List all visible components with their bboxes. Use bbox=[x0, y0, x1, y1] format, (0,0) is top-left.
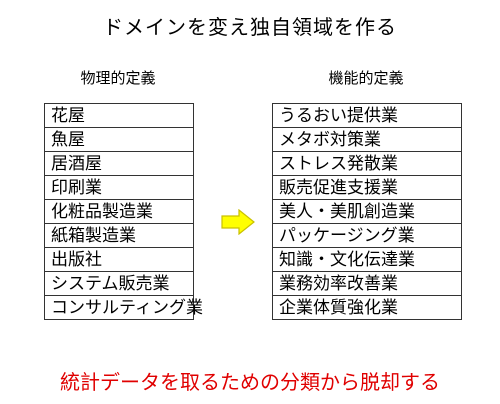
list-item: パッケージング業 bbox=[273, 224, 461, 248]
list-item: 化粧品製造業 bbox=[45, 200, 193, 224]
physical-definition-list: 花屋 魚屋 居酒屋 印刷業 化粧品製造業 紙箱製造業 出版社 システム販売業 コ… bbox=[44, 103, 203, 320]
list-item: コンサルティング業 bbox=[51, 298, 203, 318]
functional-definition-heading: 機能的定義 bbox=[328, 69, 404, 87]
list-item: 出版社 bbox=[45, 248, 193, 272]
list-item: システム販売業 bbox=[45, 272, 193, 296]
list-item: ストレス発散業 bbox=[273, 152, 461, 176]
list-item: うるおい提供業 bbox=[273, 104, 461, 128]
list-item: 美人・美肌創造業 bbox=[273, 200, 461, 224]
functional-definition-list: うるおい提供業 メタボ対策業 ストレス発散業 販売促進支援業 美人・美肌創造業 … bbox=[272, 103, 462, 320]
list-item: 知識・文化伝達業 bbox=[273, 248, 461, 272]
list-item: 紙箱製造業 bbox=[45, 224, 193, 248]
list-item: 花屋 bbox=[45, 104, 193, 128]
conclusion-text: 統計データを取るための分類から脱却する bbox=[60, 370, 440, 394]
list-item: 販売促進支援業 bbox=[273, 176, 461, 200]
physical-definition-heading: 物理的定義 bbox=[80, 69, 156, 87]
list-item: 業務効率改善業 bbox=[273, 272, 461, 296]
list-item: 居酒屋 bbox=[45, 152, 193, 176]
list-item: 魚屋 bbox=[45, 128, 193, 152]
right-arrow-icon bbox=[221, 209, 255, 235]
list-item: メタボ対策業 bbox=[273, 128, 461, 152]
list-item: 印刷業 bbox=[45, 176, 193, 200]
slide-title: ドメインを変え独自領域を作る bbox=[103, 15, 397, 39]
list-item: 企業体質強化業 bbox=[279, 298, 398, 318]
